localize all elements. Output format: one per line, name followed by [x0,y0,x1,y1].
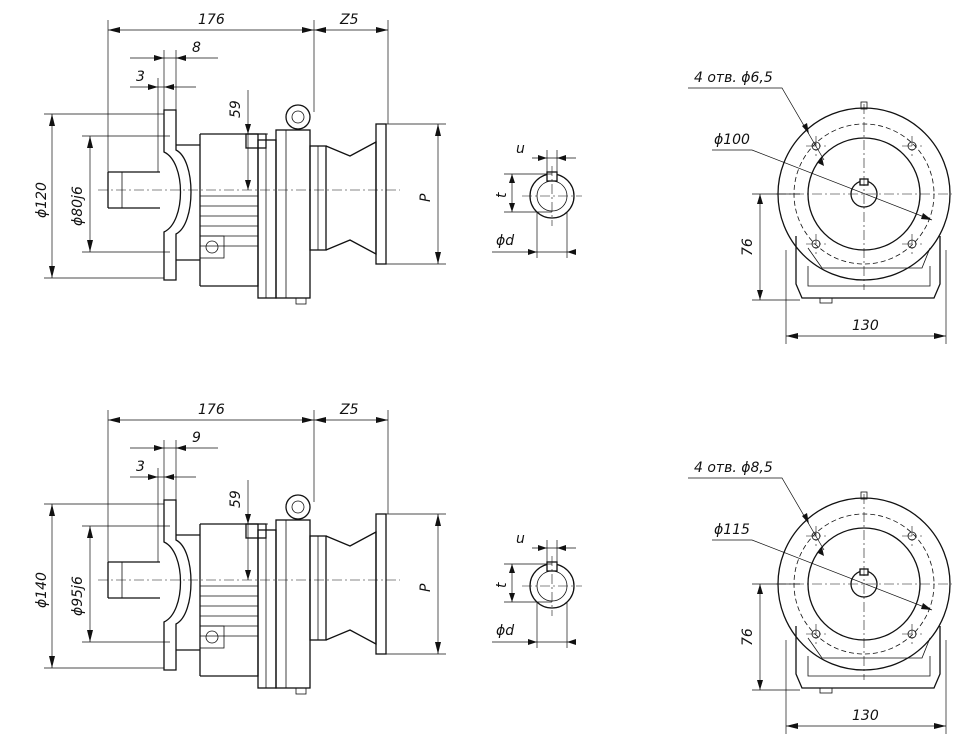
bottom-dim-flange-offset: 9 [192,430,201,446]
top-dim-motor-offset: Z5 [339,12,359,28]
top-bolt-holes: 4 отв. ϕ6,5 [694,70,773,86]
top-gearbox-side-view [43,19,583,305]
top-dim-height: 59 [228,100,244,118]
bottom-bolt-holes: 4 отв. ϕ8,5 [694,460,773,476]
top-dim-flange-offset: 8 [192,40,201,56]
bottom-dim-outer-diameter: ϕ140 [34,572,50,608]
bottom-dim-motor-offset: Z5 [339,402,359,418]
top-shaft-diameter: ϕd [496,233,514,249]
bottom-shaft-diameter: ϕd [496,623,514,639]
bottom-flange-end-view [687,477,953,735]
top-bolt-circle: ϕ100 [714,132,750,148]
top-flange-end-view [687,87,953,345]
bottom-bolt-circle: ϕ115 [714,522,750,538]
top-assembly: 176 Z5 8 3 59 ϕ120 ϕ80j6 P u t ϕd 4 отв.… [34,12,953,345]
bottom-axis-height: 76 [740,628,756,646]
bottom-assembly: 176 Z5 9 3 59 ϕ140 ϕ95j6 P u t ϕd 4 отв.… [34,402,953,735]
bottom-dim-height: 59 [228,490,244,508]
bottom-dim-shaft-step: 3 [136,459,145,475]
bottom-gearbox-side-view [43,409,583,695]
bottom-dim-total-length: 176 [198,402,225,418]
top-key-width: u [516,141,525,157]
top-dim-shaft-step: 3 [136,69,145,85]
top-dim-pilot-diameter: ϕ80j6 [70,186,86,226]
top-dim-total-length: 176 [198,12,225,28]
top-dim-motor-flange: P [418,193,434,202]
top-base-width: 130 [852,318,879,334]
bottom-dim-motor-flange: P [418,583,434,592]
bottom-key-width: u [516,531,525,547]
top-axis-height: 76 [740,238,756,256]
bottom-dim-pilot-diameter: ϕ95j6 [70,576,86,616]
top-dim-outer-diameter: ϕ120 [34,182,50,218]
bottom-base-width: 130 [852,708,879,724]
bottom-key-depth: t [494,582,510,588]
top-key-depth: t [494,192,510,198]
